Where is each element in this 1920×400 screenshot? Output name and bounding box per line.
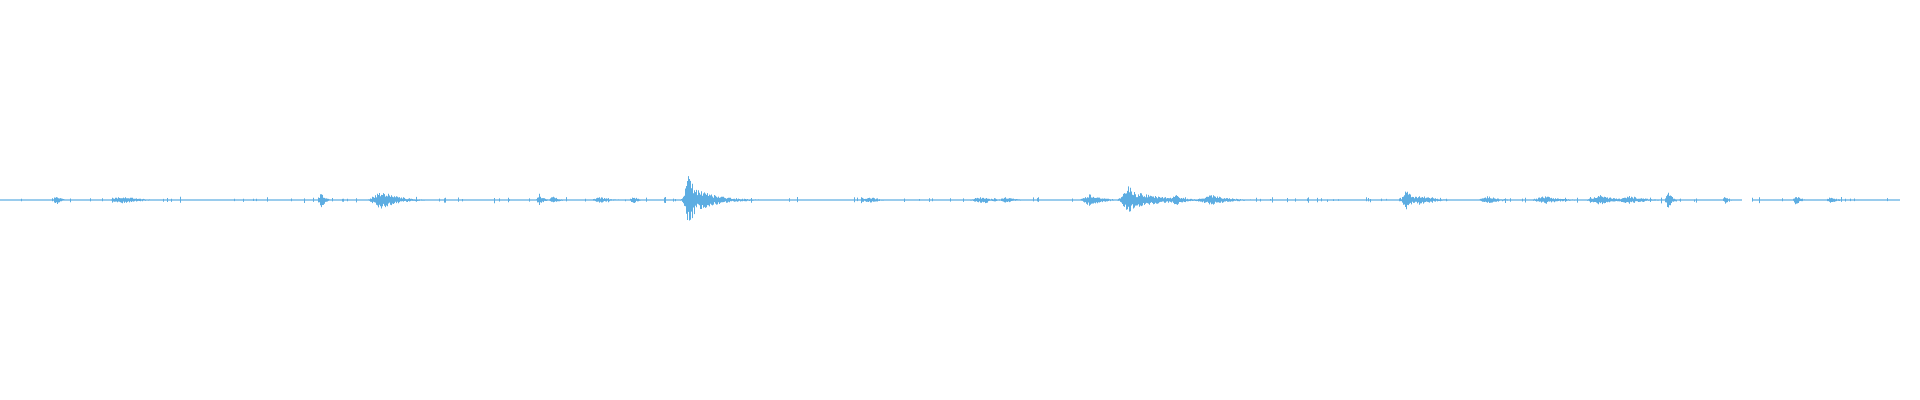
- waveform-path: [0, 176, 1900, 221]
